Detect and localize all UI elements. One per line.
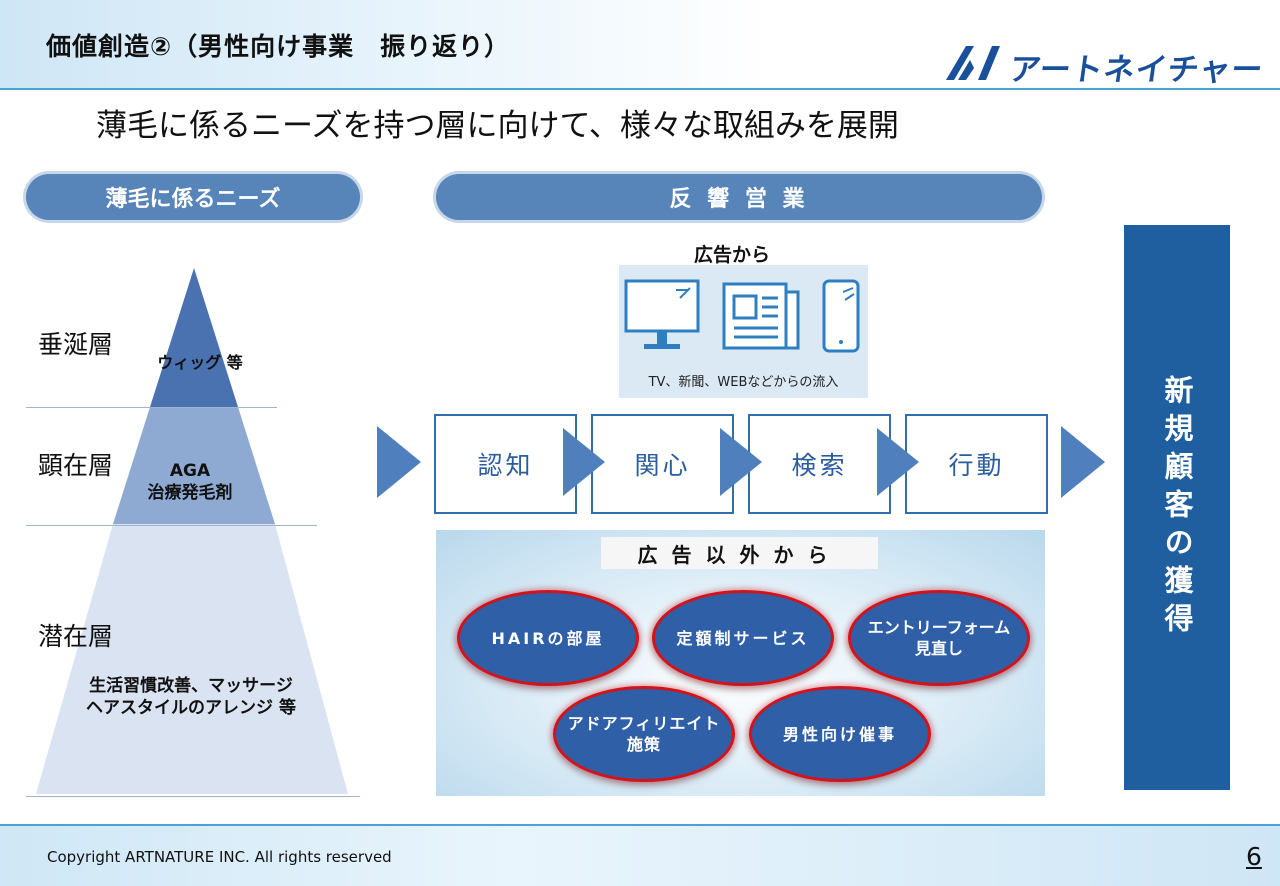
- level-label-top: 垂涎層: [38, 330, 114, 359]
- pyramid-top-tier: [150, 268, 238, 407]
- needs-pyramid: [36, 268, 348, 794]
- oval-mens-event-label: 男性向け催事: [782, 724, 897, 744]
- result-box: 新規顧客の獲得: [1124, 225, 1230, 790]
- step-interest-label: 関心: [634, 451, 691, 480]
- right-arrow-icon: [1061, 426, 1105, 498]
- newspaper-icon: [722, 282, 800, 350]
- top-tier-content: ウィッグ 等: [157, 353, 243, 372]
- oval-affiliate: アドアフィリエイト 施策: [553, 686, 735, 782]
- logo-wordmark: アートネイチャー: [1006, 52, 1266, 88]
- middle-tier-line2: 治療発毛剤: [147, 483, 233, 503]
- result-label: 新規顧客の獲得: [1160, 374, 1194, 641]
- step-arrow-icon: [720, 428, 762, 496]
- bottom-tier-line1: 生活習慣改善、マッサージ: [89, 676, 293, 696]
- footer-band: [0, 824, 1280, 886]
- oval-entry-form: エントリーフォーム 見直し: [848, 590, 1030, 686]
- smartphone-icon: [822, 279, 860, 353]
- ad-heading: 広告から: [694, 244, 771, 266]
- oval-affiliate-line1: アドアフィリエイト: [567, 714, 721, 733]
- page-number: 6: [1246, 842, 1262, 871]
- middle-tier-line1: AGA: [169, 461, 211, 481]
- step-action: 行動: [905, 414, 1048, 514]
- oval-entry-form-line1: エントリーフォーム: [867, 618, 1011, 637]
- footer-divider: [0, 824, 1280, 826]
- step-awareness-label: 認知: [477, 451, 534, 480]
- level-label-bottom: 潜在層: [38, 622, 114, 651]
- page-title: 価値創造②（男性向け事業 振り返り）: [46, 32, 511, 61]
- artnature-logo-icon: [946, 46, 1000, 80]
- step-awareness: 認知: [434, 414, 577, 514]
- ad-caption: TV、新聞、WEBなどからの流入: [648, 375, 839, 390]
- oval-entry-form-line2: 見直し: [914, 639, 963, 658]
- needs-pill: 薄毛に係るニーズ: [26, 174, 360, 220]
- oval-subscription-label: 定額制サービス: [676, 628, 810, 648]
- slide-subtitle: 薄毛に係るニーズを持つ層に向けて、様々な取組みを展開: [96, 108, 899, 144]
- level-divider-top: [26, 407, 277, 408]
- pyramid-middle-tier: [113, 407, 275, 524]
- middle-tier-content: AGA 治療発毛剤: [110, 460, 270, 504]
- header-band: [0, 0, 1280, 88]
- level-label-middle: 顕在層: [38, 451, 114, 480]
- level-divider-middle: [26, 525, 317, 526]
- step-search: 検索: [748, 414, 891, 514]
- step-action-label: 行動: [948, 451, 1005, 480]
- step-arrow-icon: [877, 428, 919, 496]
- step-interest: 関心: [591, 414, 734, 514]
- left-arrow-icon: [377, 426, 421, 498]
- step-search-label: 検索: [791, 451, 848, 480]
- bottom-tier-line2: ヘアスタイルのアレンジ 等: [86, 698, 296, 718]
- needs-pill-label: 薄毛に係るニーズ: [105, 187, 281, 212]
- bottom-tier-content: 生活習慣改善、マッサージ ヘアスタイルのアレンジ 等: [46, 675, 336, 719]
- oval-affiliate-line2: 施策: [626, 735, 661, 754]
- oval-hair-room: HAIRの部屋: [457, 590, 639, 686]
- copyright-text: Copyright ARTNATURE INC. All rights rese…: [47, 848, 392, 866]
- response-pill: 反 響 営 業: [436, 174, 1042, 220]
- tv-icon: [624, 279, 700, 349]
- level-divider-bottom: [26, 796, 360, 797]
- oval-mens-event: 男性向け催事: [749, 686, 931, 782]
- response-pill-label: 反 響 営 業: [669, 187, 809, 212]
- header-divider: [0, 88, 1280, 90]
- oval-hair-room-label: HAIRの部屋: [491, 628, 605, 648]
- oval-subscription: 定額制サービス: [652, 590, 834, 686]
- step-arrow-icon: [563, 428, 605, 496]
- non-ad-heading: 広告以外から: [601, 537, 878, 569]
- pyramid-bottom-tier: [36, 524, 348, 794]
